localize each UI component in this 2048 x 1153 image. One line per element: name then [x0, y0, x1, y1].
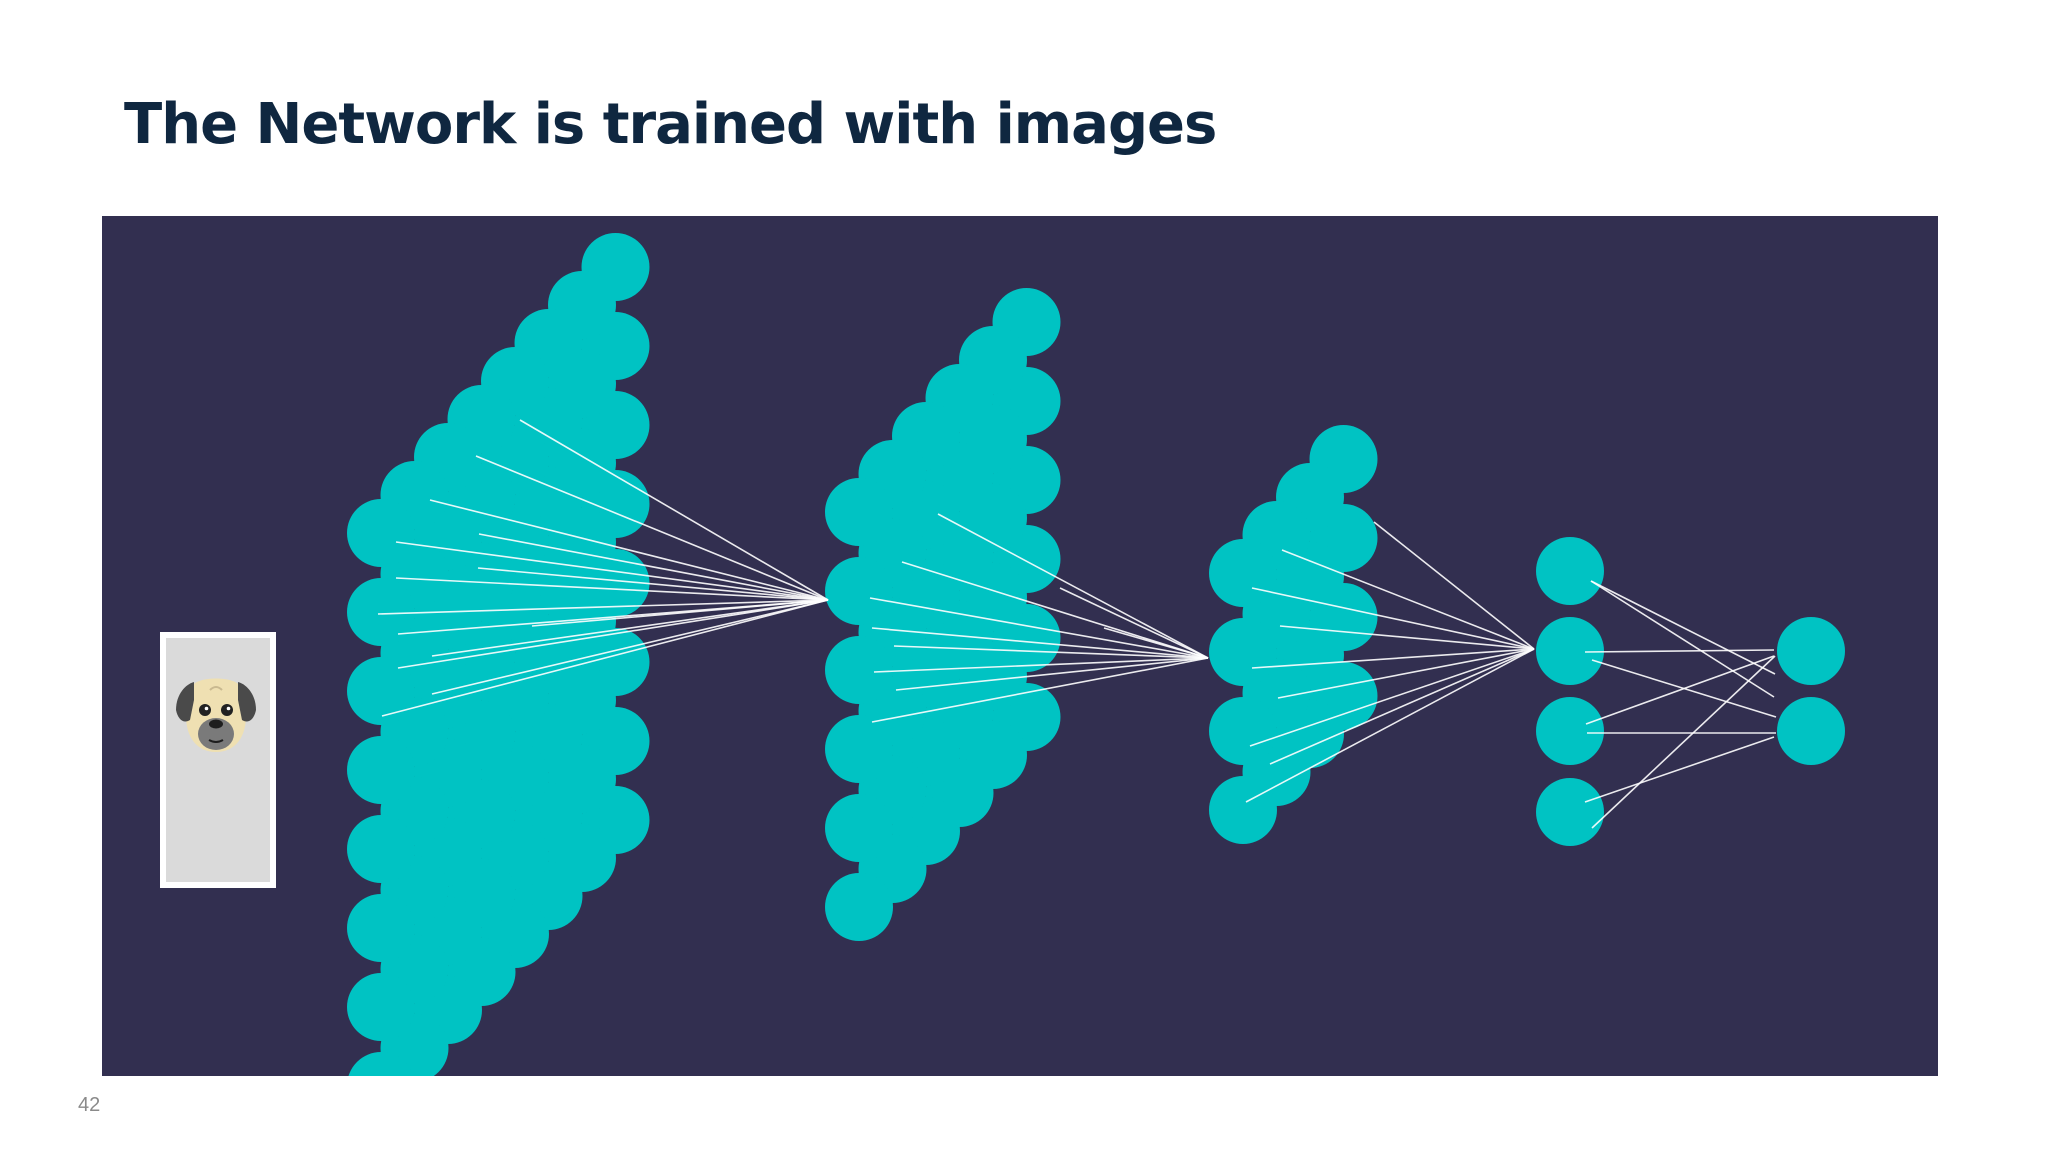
connection-line [397, 599, 829, 669]
connection-line [431, 599, 829, 695]
input-layer-node [347, 578, 415, 646]
connection-line [869, 597, 1209, 659]
connection-line [381, 599, 829, 717]
hidden-layer-3-node [1536, 778, 1604, 846]
connection-line [901, 561, 1209, 659]
connection-line [873, 657, 1209, 673]
connection-line [937, 513, 1209, 659]
connection-line [475, 455, 829, 601]
page-number: 42 [78, 1094, 101, 1116]
pug-icon [176, 678, 256, 752]
connection-line [1251, 587, 1535, 650]
network-nodes [347, 233, 1845, 1076]
connection-line [1269, 648, 1535, 765]
connection-line [1251, 648, 1535, 669]
connection-line [1245, 648, 1535, 803]
input-layer-node [347, 973, 415, 1041]
connection-line [429, 499, 829, 601]
connection-line [519, 419, 829, 601]
connection-line [1277, 648, 1535, 699]
connection-line [1103, 627, 1209, 659]
connection-line [478, 533, 829, 601]
hidden-layer-3-node [1536, 697, 1604, 765]
connection-line [1584, 649, 1775, 653]
hidden-layer-1-node [825, 636, 893, 704]
connection-line [1591, 655, 1776, 829]
connection-line [871, 657, 1209, 723]
slide-title: The Network is trained with images [124, 92, 1217, 157]
output-layer-node [1777, 617, 1845, 685]
input-layer-node [347, 499, 415, 567]
connection-line [395, 541, 829, 601]
output-layer-node [1777, 697, 1845, 765]
connection-line [871, 627, 1209, 659]
hidden-layer-1-node [825, 715, 893, 783]
connection-line [1059, 587, 1209, 659]
connection-line [395, 577, 829, 601]
connection-line [1279, 625, 1535, 650]
connection-line [431, 599, 829, 657]
image-background [166, 638, 270, 882]
connection-line [1590, 580, 1775, 698]
hidden-layer-1-node [825, 873, 893, 941]
connection-line [1373, 521, 1535, 650]
connection-line [895, 657, 1209, 691]
input-layer-node [347, 815, 415, 883]
hidden-layer-1-node [825, 794, 893, 862]
connection-line [1590, 580, 1776, 675]
connection-line [1281, 549, 1535, 650]
input-image-pug [160, 632, 276, 888]
connection-line [893, 645, 1209, 659]
input-layer-node [347, 894, 415, 962]
connection-line [477, 567, 829, 601]
hidden-layer-3-node [1536, 617, 1604, 685]
hidden-layer-2-node [1209, 539, 1277, 607]
hidden-layer-1-node [825, 557, 893, 625]
input-layer-node [348, 1052, 414, 1076]
hidden-layer-1-node [825, 478, 893, 546]
hidden-layer-2-node [1209, 776, 1277, 844]
input-layer-node [347, 657, 415, 725]
connection-line [377, 599, 829, 615]
connection-line [1585, 655, 1775, 725]
connection-line [1249, 648, 1535, 747]
hidden-layer-2-node [1209, 618, 1277, 686]
connection-line [1584, 736, 1775, 803]
hidden-layer-2-node [1209, 697, 1277, 765]
hidden-layer-3-node [1536, 537, 1604, 605]
network-connections [377, 419, 1777, 829]
connection-line [397, 599, 829, 635]
neural-network-diagram [102, 216, 1938, 1076]
input-layer-node [347, 736, 415, 804]
